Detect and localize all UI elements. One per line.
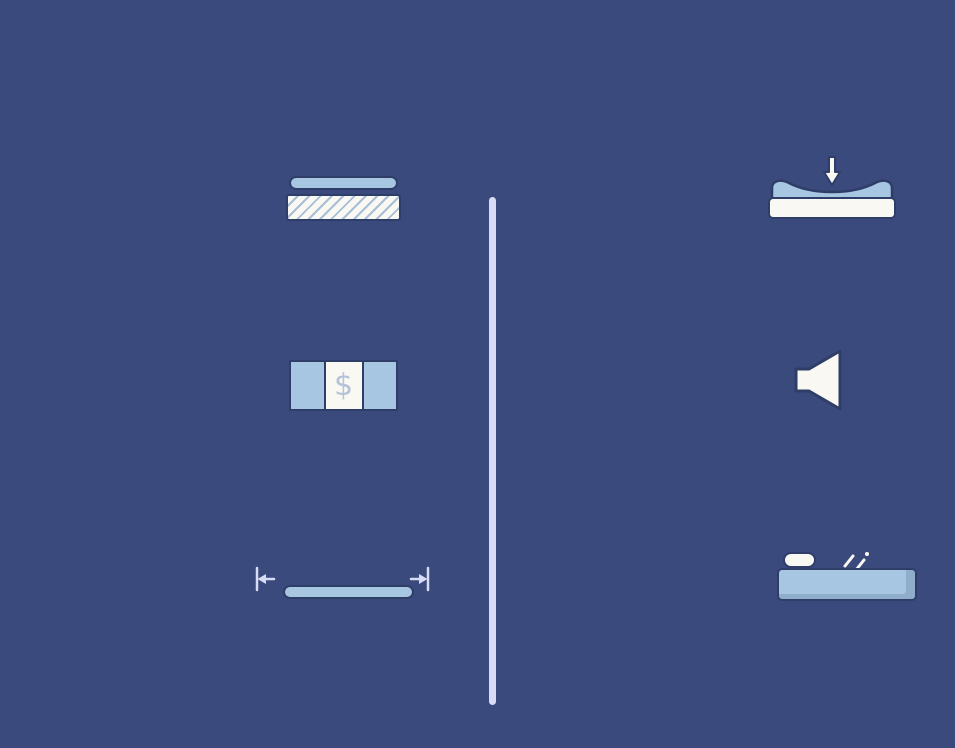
mattress-shape: [777, 568, 917, 601]
mattress-base-shape: [768, 197, 896, 219]
measure-arrow-left-icon: [255, 566, 276, 592]
down-arrow-icon: [823, 156, 841, 186]
bill-center-panel: $: [323, 362, 364, 409]
mattress-pillow-sparkle-icon: [777, 548, 919, 602]
mattress-top-layer: [289, 176, 398, 190]
dollar-sign: $: [333, 367, 354, 403]
mattress-sinkage-icon: [768, 155, 896, 219]
vertical-divider: [489, 197, 496, 705]
bill-left-panel: [291, 362, 324, 409]
pillow-shape: [783, 552, 816, 568]
measure-bar: [283, 585, 414, 599]
bill-right-panel: [363, 362, 396, 409]
measure-arrow-right-icon: [409, 566, 430, 592]
dollar-bill-icon: $: [289, 360, 398, 411]
mattress-hatched-base: [286, 194, 401, 221]
speaker-icon: [794, 349, 842, 411]
mattress-layers-icon: [286, 176, 401, 222]
width-measure-icon: [254, 562, 431, 602]
